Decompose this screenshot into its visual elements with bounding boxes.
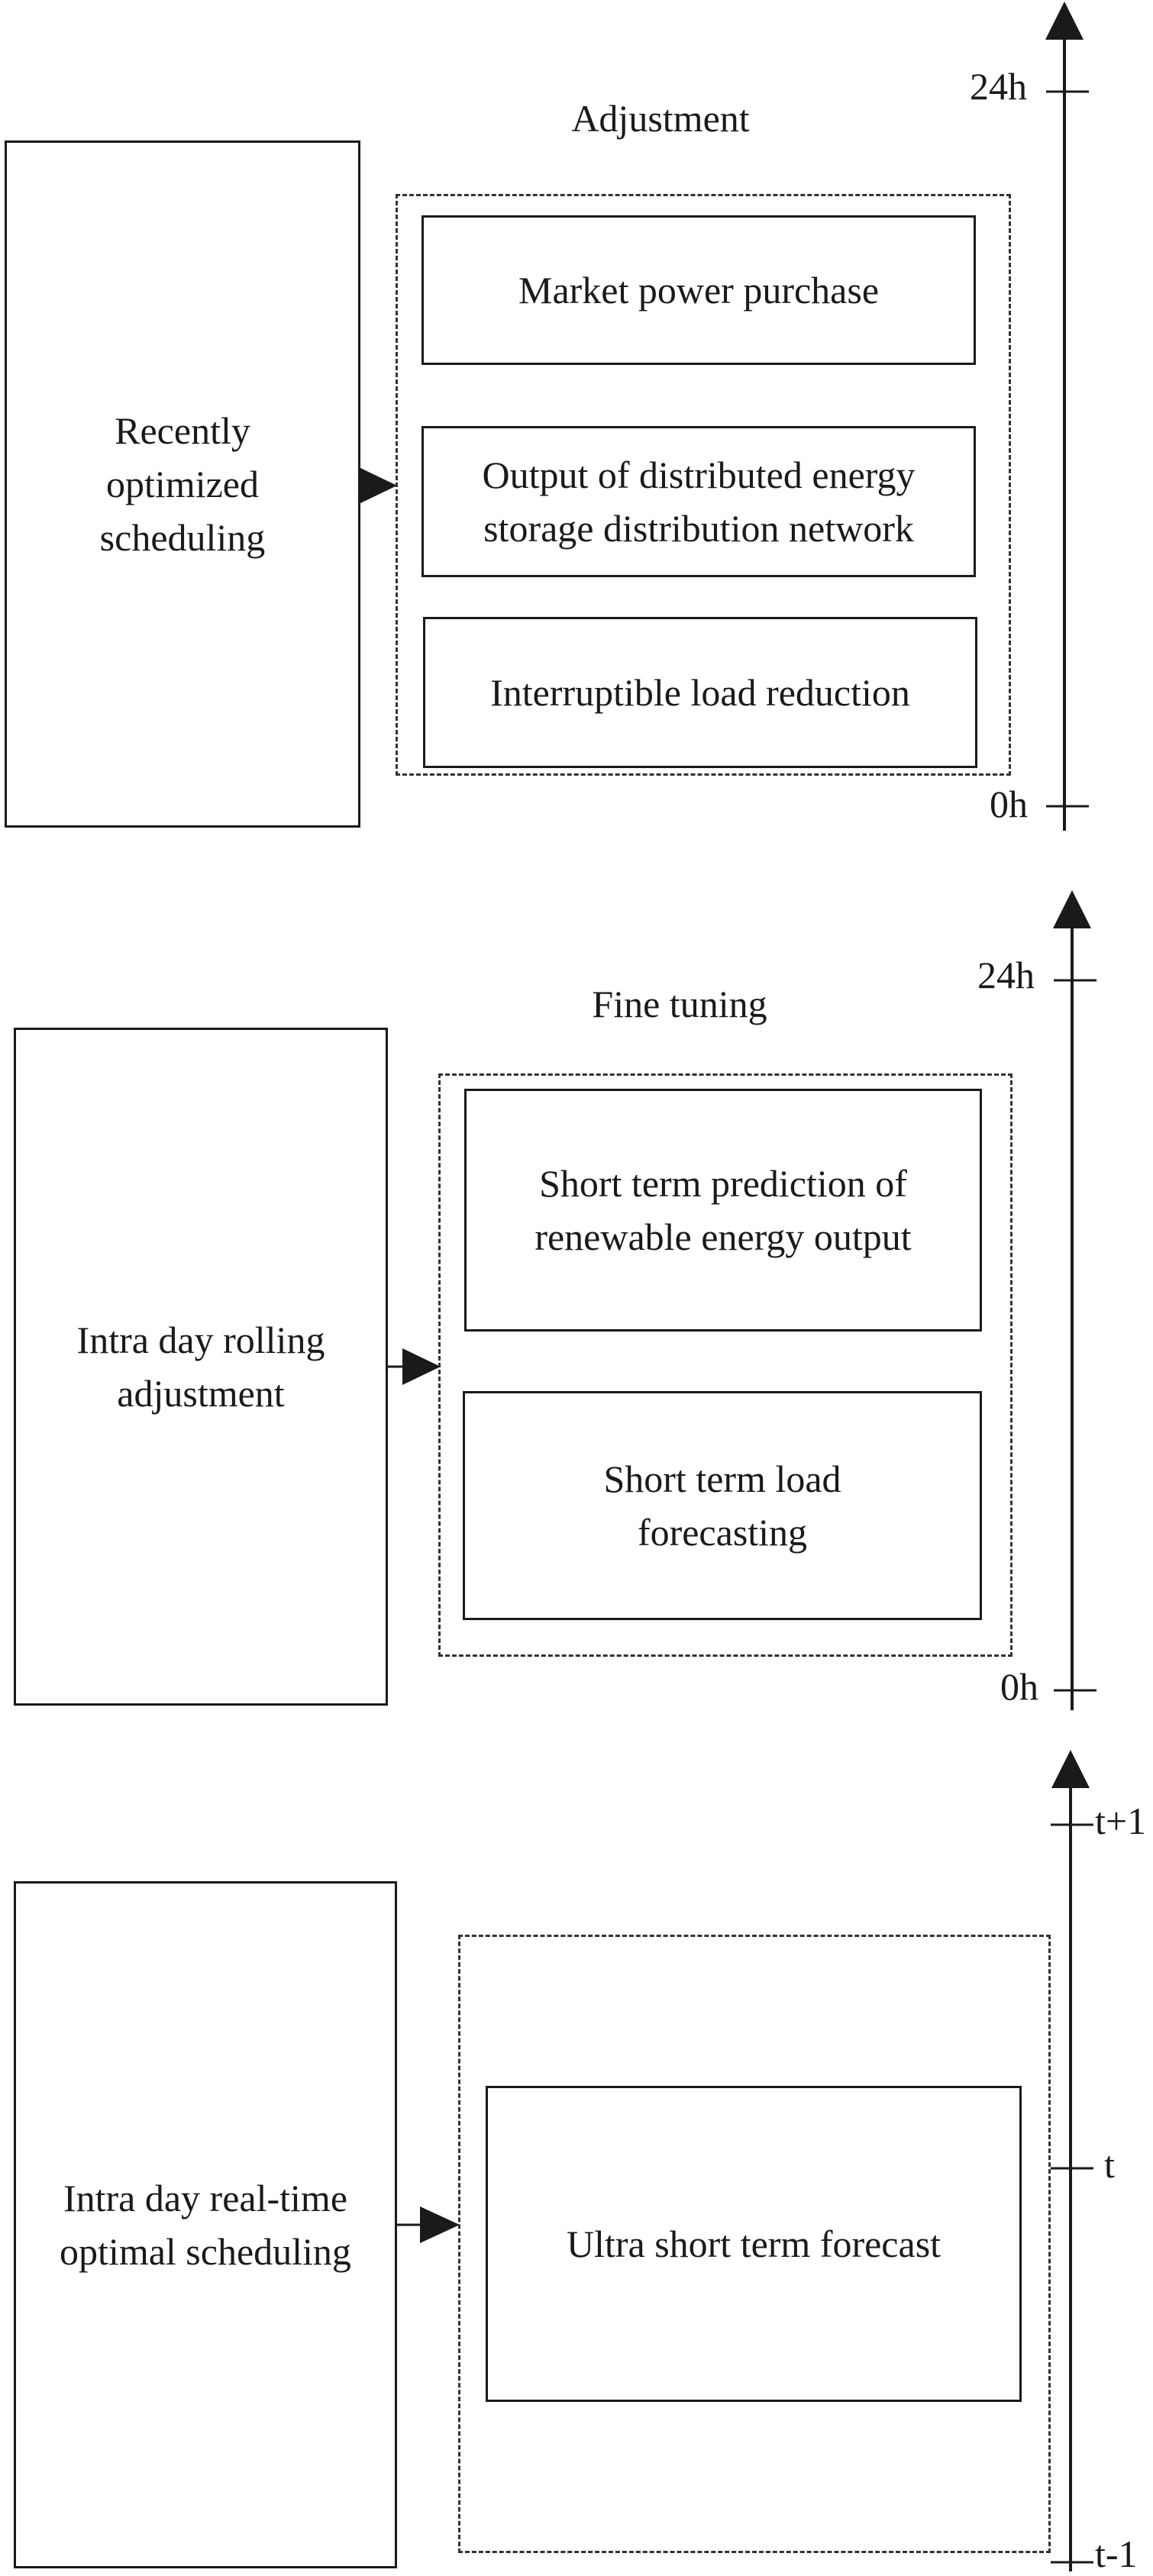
connector-arrowhead [359, 467, 397, 504]
connector-arrowhead [420, 2206, 460, 2243]
item-box: Market power purchase [421, 215, 976, 365]
axis-label-bottom: 0h [990, 783, 1028, 825]
panel-rolling-adjustment: Intra day rolling adjustment Fine tuning… [0, 886, 1153, 1718]
time-axis-arrowhead [1045, 2, 1084, 40]
item-label: Output of distributed energy storage dis… [482, 454, 916, 550]
axis-label-top: t+1 [1095, 1800, 1147, 1842]
item-box: Interruptible load reduction [423, 617, 977, 768]
time-axis-arrowhead [1053, 890, 1091, 928]
item-label: Short term prediction of renewable energ… [535, 1162, 912, 1258]
item-box: Output of distributed energy storage dis… [421, 426, 976, 577]
panel-recent-scheduling: Recently optimized scheduling Adjustment… [0, 0, 1153, 847]
fine-tuning-group [438, 1073, 1013, 1657]
arrows-and-axis [388, 890, 1096, 1710]
main-block-label: Intra day rolling adjustment [76, 1319, 325, 1415]
item-box: Ultra short term forecast [486, 2086, 1022, 2402]
item-label: Market power purchase [518, 269, 880, 312]
arrows-and-axis [397, 1750, 1093, 2571]
main-block-label: Recently optimized scheduling [99, 409, 266, 559]
item-box: Short term load forecasting [463, 1391, 982, 1620]
panel-realtime-scheduling: Intra day real-time optimal scheduling U… [0, 1733, 1153, 2575]
axis-label-middle: t [1104, 2143, 1115, 2186]
item-label: Short term load forecasting [603, 1457, 841, 1554]
axis-label-top: 24h [977, 954, 1035, 996]
adjustment-group [396, 194, 1011, 776]
main-block-label: Intra day real-time optimal scheduling [60, 2177, 351, 2273]
arrows-and-axis [359, 2, 1089, 831]
main-block: Intra day rolling adjustment [14, 1028, 388, 1706]
forecast-group [458, 1935, 1051, 2553]
time-axis-arrowhead [1051, 1750, 1090, 1788]
item-box: Short term prediction of renewable energ… [464, 1089, 982, 1332]
group-title: Adjustment [571, 97, 750, 140]
item-label: Interruptible load reduction [490, 671, 910, 714]
axis-label-bottom: t-1 [1095, 2532, 1138, 2575]
main-block: Intra day real-time optimal scheduling [14, 1881, 397, 2568]
main-block: Recently optimized scheduling [5, 140, 360, 828]
axis-label-top: 24h [970, 65, 1027, 108]
group-title: Fine tuning [592, 983, 767, 1025]
connector-arrowhead [402, 1348, 441, 1385]
axis-label-bottom: 0h [1000, 1665, 1038, 1708]
item-label: Ultra short term forecast [566, 2223, 941, 2265]
